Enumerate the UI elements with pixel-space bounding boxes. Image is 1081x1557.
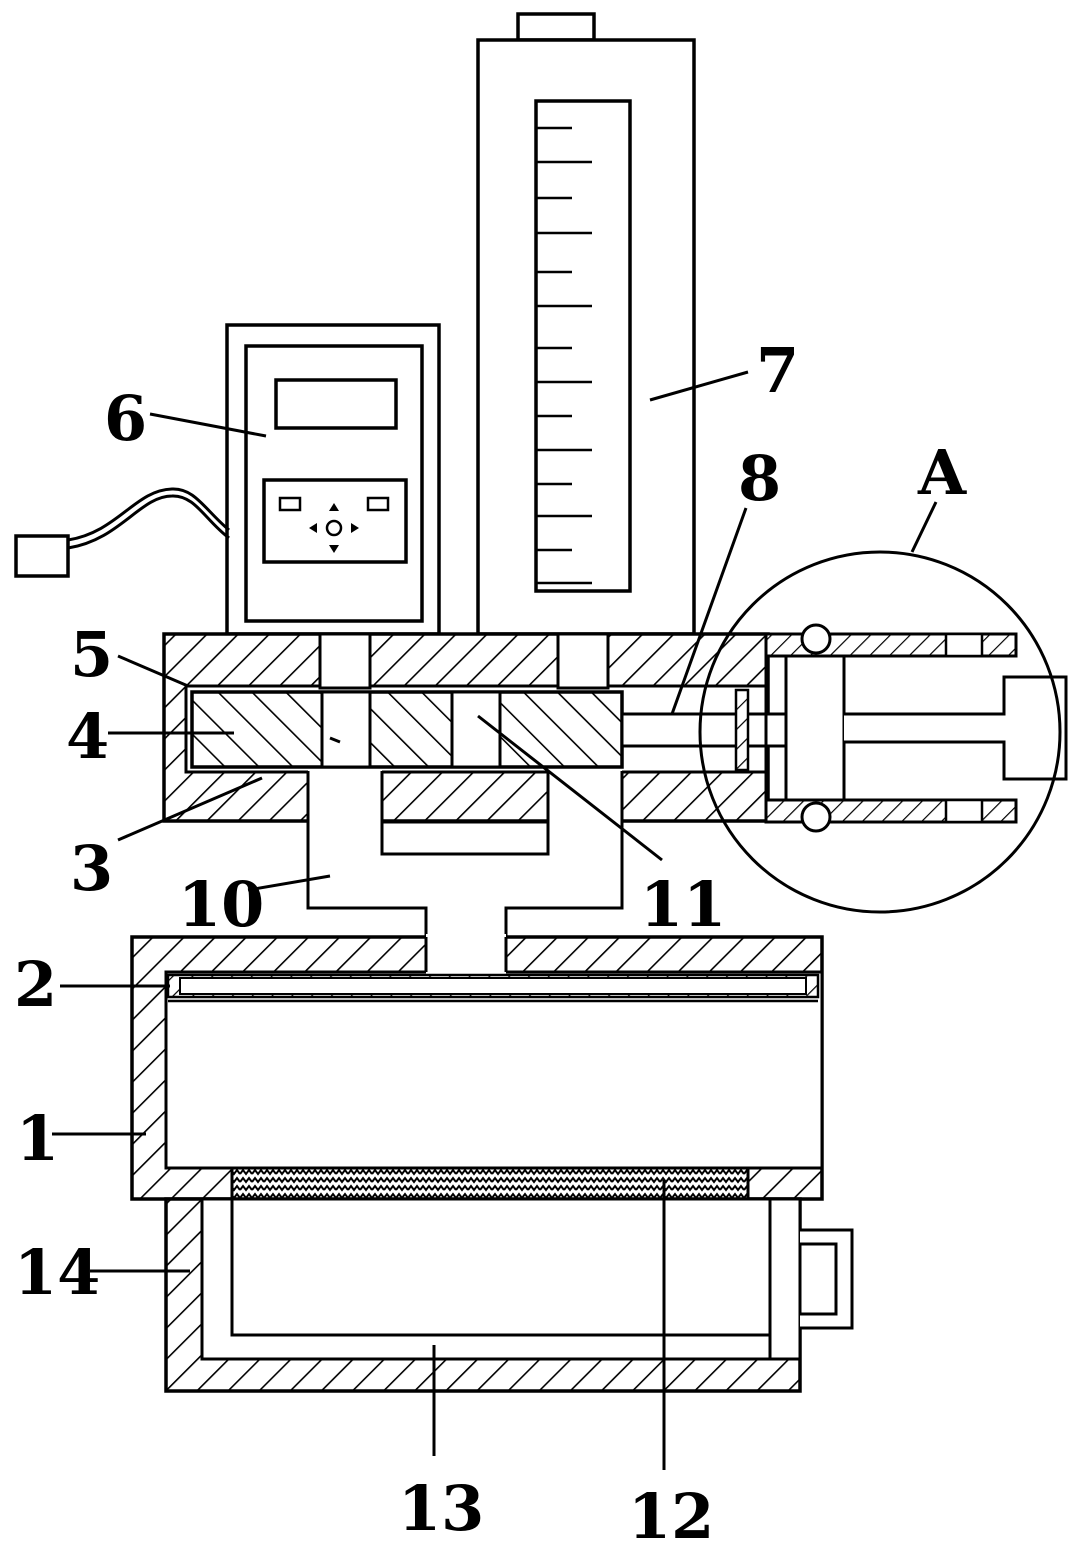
power-cable	[16, 489, 229, 576]
label-14: 14	[14, 1236, 100, 1309]
filter-plate	[232, 1168, 748, 1199]
label-12: 12	[628, 1480, 714, 1553]
label-6: 6	[104, 382, 147, 455]
actuator-assembly	[766, 625, 1066, 831]
label-4: 4	[66, 700, 109, 773]
measuring-cylinder	[478, 14, 694, 634]
label-11: 11	[640, 868, 726, 941]
label-5: 5	[70, 618, 113, 691]
label-2: 2	[14, 948, 57, 1021]
label-8: 8	[738, 442, 781, 515]
slide-valve	[192, 692, 622, 767]
label-13: 13	[398, 1472, 484, 1545]
label-3: 3	[70, 832, 113, 905]
label-7: 7	[756, 334, 799, 407]
label-1: 1	[16, 1102, 59, 1175]
label-a: A	[917, 436, 967, 509]
control-box	[227, 325, 439, 634]
label-10: 10	[178, 868, 264, 941]
main-container	[132, 934, 822, 1199]
collection-drawer	[166, 1199, 852, 1391]
drawer-handle	[800, 1244, 836, 1314]
